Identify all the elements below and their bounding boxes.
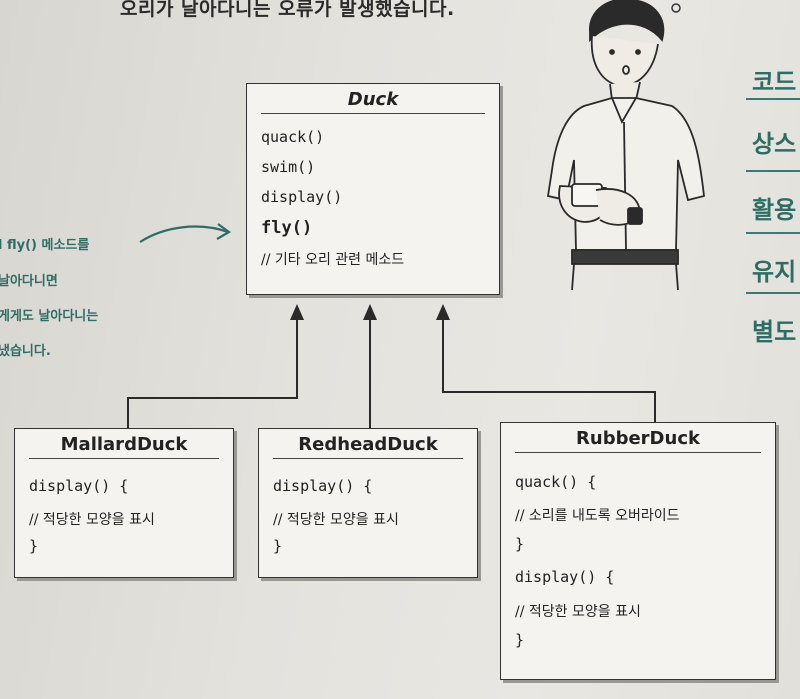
thought-bubble-icon xyxy=(671,3,681,13)
inheritance-connectors xyxy=(127,318,656,428)
arrowhead-rubber xyxy=(436,304,450,320)
arrowhead-redhead xyxy=(363,304,377,320)
side-word-5: 별도 xyxy=(752,318,797,346)
mallard-display-close: } xyxy=(29,537,39,555)
duck-method-quack: quack() xyxy=(261,128,325,146)
arrowhead-mallard xyxy=(290,304,304,320)
note-arrow xyxy=(139,223,232,243)
note-line-3: 게게도 날아다니는 xyxy=(0,309,99,324)
rubber-quack-open: quack() { xyxy=(515,473,597,491)
page-heading: 오리가 날아다니는 오류가 발생했습니다. xyxy=(120,0,455,20)
duck-method-comment: // 기타 오리 관련 메소드 xyxy=(261,252,405,268)
duck-method-fly: fly() xyxy=(261,218,313,238)
duck-class-box: Duck quack() swim() display() fly() // 기… xyxy=(246,83,500,295)
rubber-quack-comment: // 소리를 내도록 오버라이드 xyxy=(515,508,680,524)
mallard-display-open: display() { xyxy=(29,477,129,495)
inheritance-arrowheads xyxy=(290,304,450,320)
mallard-duck-class-name: MallardDuck xyxy=(29,429,219,459)
mallard-duck-class-box: MallardDuck display() { // 적당한 모양을 표시 } xyxy=(14,428,234,578)
rubber-display-comment: // 적당한 모양을 표시 xyxy=(515,604,641,620)
redhead-duck-class-name: RedheadDuck xyxy=(273,429,463,459)
person-illustration xyxy=(546,0,705,291)
mallard-display-comment: // 적당한 모양을 표시 xyxy=(29,512,155,528)
redhead-display-comment: // 적당한 모양을 표시 xyxy=(273,512,399,528)
rubber-duck-class-box: RubberDuck quack() { // 소리를 내도록 오버라이드 } … xyxy=(500,422,776,680)
note-line-4: 냈습니다. xyxy=(0,344,51,359)
rubber-display-close: } xyxy=(515,631,525,649)
redhead-display-open: display() { xyxy=(273,477,373,495)
side-word-1: 코드 xyxy=(752,68,797,96)
side-accents xyxy=(746,98,800,294)
rubber-duck-class-name: RubberDuck xyxy=(515,423,761,453)
redhead-display-close: } xyxy=(273,537,283,555)
side-word-4: 유지 xyxy=(752,258,797,286)
note-line-2: 날아다니면 xyxy=(0,274,58,289)
redhead-duck-class-box: RedheadDuck display() { // 적당한 모양을 표시 } xyxy=(258,428,478,578)
duck-method-swim: swim() xyxy=(261,158,316,176)
duck-class-name: Duck xyxy=(261,84,485,114)
rubber-display-open: display() { xyxy=(515,568,615,586)
side-word-2: 상스 xyxy=(752,130,797,158)
side-word-3: 활용 xyxy=(752,196,797,224)
note-line-1: l fly() 메소드를 xyxy=(0,238,90,253)
rubber-quack-close: } xyxy=(515,535,525,553)
duck-method-display: display() xyxy=(261,188,343,206)
